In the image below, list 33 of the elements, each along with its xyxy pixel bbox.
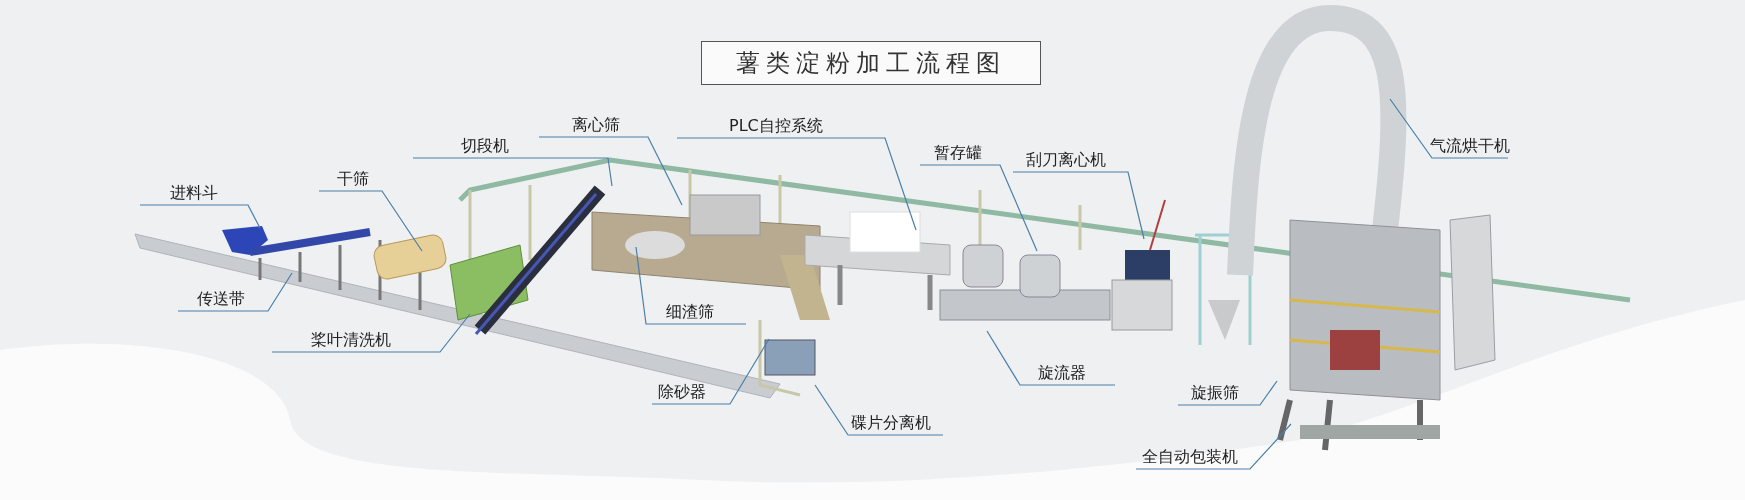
- leader-line: [651, 338, 770, 405]
- title-box: 薯类淀粉加工流程图: [701, 41, 1041, 85]
- part-label: 碟片分离机: [851, 411, 931, 435]
- leader-line: [412, 157, 613, 187]
- leader-line: [676, 137, 917, 231]
- part-label: 刮刀离心机: [1026, 148, 1106, 172]
- part-label: 干筛: [337, 167, 369, 191]
- part-label: 全自动包装机: [1142, 445, 1238, 469]
- part-label: 旋流器: [1038, 361, 1086, 385]
- part-label: 桨叶清洗机: [311, 328, 391, 352]
- leader-line: [139, 204, 261, 229]
- part-label: 切段机: [461, 134, 509, 158]
- leader-line: [986, 330, 1116, 386]
- leader-line: [1135, 423, 1292, 470]
- part-label: 离心筛: [572, 113, 620, 137]
- leader-line: [814, 384, 944, 436]
- part-label: 细渣筛: [666, 300, 714, 324]
- leader-line: [271, 313, 471, 353]
- part-label: 暂存罐: [934, 141, 982, 165]
- part-label: 除砂器: [658, 380, 706, 404]
- part-label: PLC自控系统: [729, 114, 823, 138]
- leader-line: [919, 164, 1038, 252]
- leader-line: [1177, 380, 1278, 406]
- leader-line: [318, 190, 423, 252]
- leader-line: [635, 246, 747, 325]
- leader-line: [1012, 171, 1145, 240]
- leader-line: [538, 136, 683, 206]
- part-label: 进料斗: [170, 181, 218, 205]
- part-label: 传送带: [197, 287, 245, 311]
- leader-line: [177, 272, 293, 312]
- part-label: 气流烘干机: [1430, 134, 1510, 158]
- part-label: 旋振筛: [1191, 381, 1239, 405]
- leader-line: [1389, 98, 1509, 159]
